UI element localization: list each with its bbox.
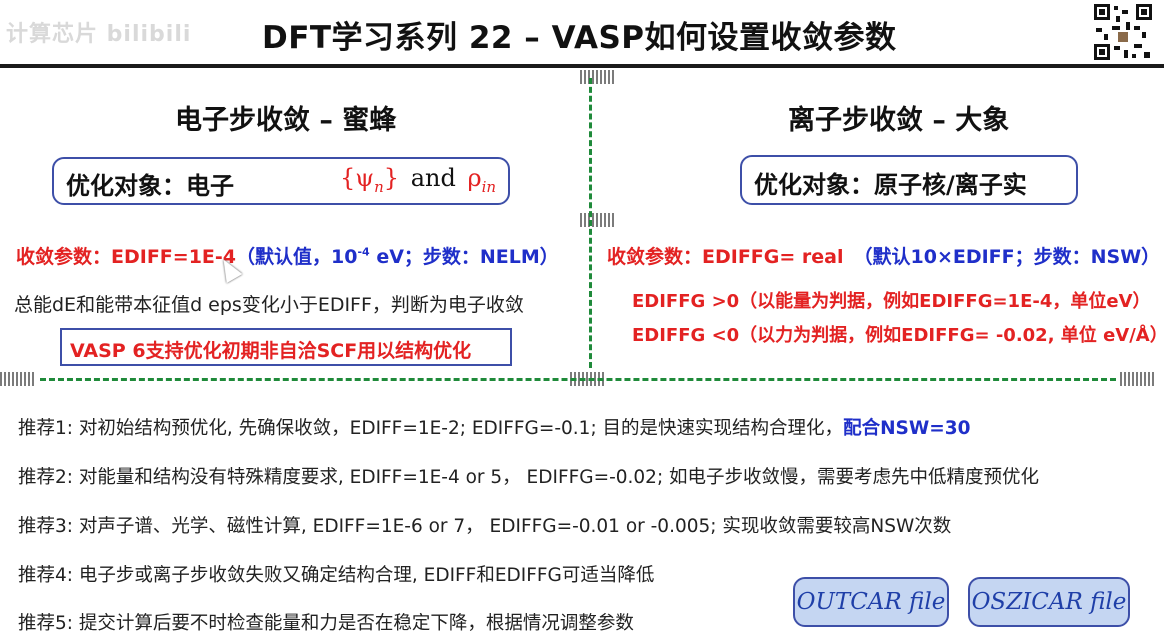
channel-logo: 计算芯片 bilibili: [6, 22, 192, 47]
vasp6-note-box: VASP 6支持优化初期非自洽SCF用以结构优化: [60, 328, 512, 366]
right-param-note: （默认10×EDIFF；步数：NSW）: [853, 246, 1161, 268]
left-heading: 电子步收敛 – 蜜蜂: [175, 105, 397, 136]
header-bar: [0, 0, 1164, 68]
right-param-value: 收敛参数：EDIFFG= real: [607, 246, 844, 268]
watermark-mark: [580, 213, 614, 227]
left-param-line: 收敛参数：EDIFF=1E-4（默认值，10-4 eV；步数：NELM）: [16, 242, 559, 269]
left-object-box: 优化对象：电子 {ψn} and ρin: [52, 157, 510, 205]
watermark-mark: [580, 70, 614, 84]
right-rule-positive: EDIFFG >0（以能量为判据，例如EDIFFG=1E-4，单位eV）: [632, 291, 1151, 312]
recommendation-5: 推荐5: 提交计算后要不时检查能量和力是否在稳定下降，根据情况调整参数: [18, 613, 634, 634]
left-object-label: 优化对象：电子: [66, 172, 234, 200]
recommendation-2: 推荐2: 对能量和结构没有特殊精度要求, EDIFF=1E-4 or 5， ED…: [18, 467, 1040, 488]
left-object-formula: {ψn} and ρin: [340, 164, 497, 196]
qr-code-icon: [1092, 2, 1154, 62]
outcar-file-button[interactable]: OUTCAR file: [793, 577, 949, 627]
right-param-line: 收敛参数：EDIFFG= real （默认10×EDIFF；步数：NSW）: [607, 242, 1160, 269]
recommendation-1-highlight: 配合NSW=30: [843, 418, 971, 439]
recommendation-3: 推荐3: 对声子谱、光学、磁性计算, EDIFF=1E-6 or 7， EDIF…: [18, 516, 952, 537]
right-object-box: 优化对象：原子核/离子实: [740, 155, 1078, 205]
watermark-mark: [0, 372, 34, 386]
slide-title: DFT学习系列 22 – VASP如何设置收敛参数: [262, 20, 897, 56]
right-object-label: 优化对象：原子核/离子实: [754, 171, 1027, 199]
vasp6-note: VASP 6支持优化初期非自洽SCF用以结构优化: [70, 340, 472, 362]
vertical-divider: [589, 78, 592, 368]
watermark-mark: [1120, 372, 1154, 386]
right-rule-negative: EDIFFG <0（以力为判据，例如EDIFFG= -0.02, 单位 eV/Å…: [632, 325, 1164, 346]
recommendation-4: 推荐4: 电子步或离子步收敛失败又确定结构合理, EDIFF和EDIFFG可适当…: [18, 565, 655, 586]
left-param-value: 收敛参数：EDIFF=1E-4: [16, 246, 237, 268]
horizontal-divider: [40, 378, 1116, 381]
right-heading: 离子步收敛 – 大象: [788, 105, 1010, 136]
left-criterion: 总能dE和能带本征值d eps变化小于EDIFF，判断为电子收敛: [14, 294, 524, 316]
recommendation-1: 推荐1: 对初始结构预优化, 先确保收敛，EDIFF=1E-2; EDIFFG=…: [18, 418, 971, 439]
oszicar-file-button[interactable]: OSZICAR file: [968, 577, 1130, 627]
header-divider: [0, 64, 1164, 68]
left-param-note: （默认值，10-4 eV；步数：NELM）: [236, 245, 559, 268]
